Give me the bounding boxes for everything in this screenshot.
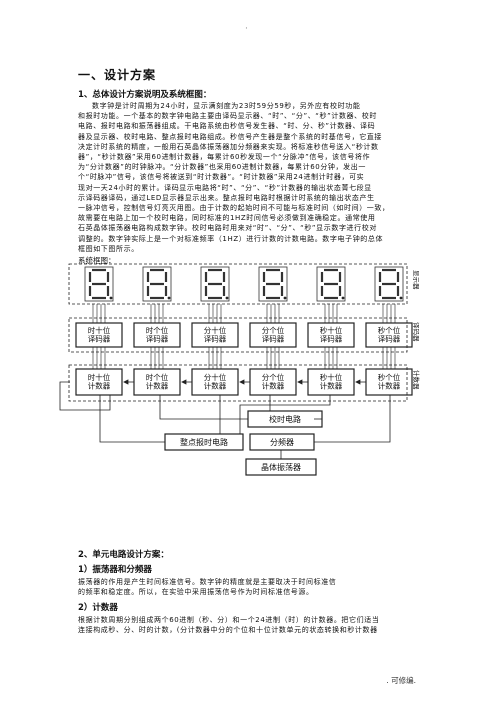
- display-frame: [84, 266, 114, 302]
- decoder-label: 时个位译码器: [146, 325, 169, 344]
- text-line: 和报时功能。一个基本的数字钟电路主要由译码显示器、“时”、“分”、“秒”计数器、…: [78, 112, 377, 121]
- text-line: 连接构成秒、分、时的计数，(分计数器中分的个位和十位计数单元的状态转换和秒计数器: [78, 626, 378, 635]
- display-group-frame: [68, 263, 408, 305]
- diagram-caption: 系统框图：: [78, 256, 116, 265]
- side-label: 译码器: [412, 322, 420, 342]
- text-line: 调整的。数字钟实际上是一个对标准频率（1HZ）进行计数的计数电路。数字电子钟的总…: [78, 234, 384, 243]
- intro-paragraph: 数字钟是计时周期为24小时，显示满刻度为23时59分59秒，另外应有校时功能和报…: [78, 101, 418, 254]
- display-frame: [258, 266, 288, 302]
- side-label: 显示器: [412, 270, 420, 290]
- counter-label: 秒个位计数器: [378, 372, 401, 391]
- decoder-box: [133, 322, 181, 348]
- oscillator-label: 晶体振荡器: [261, 462, 301, 472]
- display-frame: [374, 266, 404, 302]
- text-line: 故需要在电路上加一个校时电路，同时标准的1HZ时间信号必须做到准确稳定。通常使用: [78, 214, 376, 223]
- text-line: 石英晶体振荡器电路构成数字钟。校时电路时用来对“时”、“分”、“秒”显示数字进行…: [78, 224, 377, 233]
- text-line: 决定计时系统的精度，一般用石英晶体振荡器加分频器来实现。将标准秒信号送入“秒计数: [78, 142, 379, 151]
- decoder-label: 分十位译码器: [204, 325, 227, 344]
- hour-reset-loop: [59, 381, 111, 411]
- decoder-box: [365, 322, 413, 348]
- decoder-group-frame: [68, 317, 408, 353]
- text-line: 现对一天24小时的累计。译码显示电路将“时”、“分”、“秒”计数器的输出状态菁七…: [78, 183, 372, 192]
- decoder-label: 分个位译码器: [262, 325, 285, 344]
- text-line: 电路、报时电路和振荡器组成。干电路系统由秒信号发生器、“时、分、秒”计数器、译码: [78, 122, 376, 131]
- text-line: 为“分计数器”的时钟脉冲。“分计数器”也采用60进制计数器，每累计60分钟，发出…: [78, 163, 366, 172]
- page-footer: . 可修编.: [386, 676, 416, 685]
- decoder-box: [249, 322, 297, 348]
- alarm-label: 整点报时电路: [180, 437, 228, 447]
- subsection-title-units: 2、单元电路设计方案：: [78, 550, 169, 560]
- decoder-box: [75, 322, 123, 348]
- counter-group-frame: [68, 364, 408, 402]
- divider-label: 分频器: [270, 437, 294, 447]
- display-dot: [283, 296, 287, 300]
- text-line: 一脉冲信号，控制信号灯亮灭用图。由于计数的起始时间不可能与标准时间（如时间）一致…: [78, 204, 390, 213]
- display-dot: [225, 296, 229, 300]
- page-top-mark: ·: [245, 24, 248, 34]
- display-dot: [167, 296, 171, 300]
- text-line: 器及显示器、校时电路、整点报时电路组成。秒信号产生器是整个系统的时基信号，它直接: [78, 132, 382, 141]
- display-dot: [109, 296, 113, 300]
- carry-arrow: [297, 379, 303, 385]
- text-line: 示译码器译码，通过LED显示器显示出来。整点报时电路时根据计时系统的输出状态产生: [78, 193, 375, 202]
- text-line: 框图如下图所示。: [78, 244, 139, 253]
- subsection-title-overall: 1、总体设计方案说明及系统框图：: [78, 90, 212, 100]
- counter-label: 分十位计数器: [204, 372, 227, 391]
- second-to-alarm: [239, 395, 331, 434]
- decoder-box: [307, 322, 355, 348]
- carry-arrow: [239, 379, 245, 385]
- counter-label: 秒十位计数器: [320, 372, 343, 391]
- calibration-label: 校时电路: [269, 414, 301, 424]
- counter-label: 时十位计数器: [88, 372, 111, 391]
- decoder-box: [191, 322, 239, 348]
- decoder-label: 秒十位译码器: [320, 325, 343, 344]
- carry-arrow: [123, 379, 129, 385]
- text-line: 振荡器的作用是产生时间标准信号。数字钟的精度就是主要取决于时间标准信: [78, 578, 337, 586]
- text-line: 个“时脉冲”信号，该信号将被送到“时计数器”。“时计数器”采用24进制计时器，可…: [78, 173, 365, 182]
- oscillator-paragraph: 振荡器的作用是产生时间标准信号。数字钟的精度就是主要取决于时间标准信的频率和稳定…: [78, 577, 418, 597]
- display-frame: [200, 266, 230, 302]
- text-line: 器”，“秒计数器”采用60进制计数器，每累计60秒发现一个“分脉冲”信号，该信号…: [78, 153, 371, 162]
- text-line: 的频率和稳定度。所以，在实验中采用振荡信号作为时间标准信号源。: [78, 588, 314, 597]
- text-line: 数字钟是计时周期为24小时，显示满刻度为23时59分59秒，另外应有校时功能: [92, 102, 361, 110]
- counter-box: [75, 368, 123, 396]
- decoder-label: 秒个位译码器: [378, 325, 401, 344]
- counter-label: 分个位计数器: [262, 372, 285, 391]
- display-frame: [142, 266, 172, 302]
- decoder-label: 时十位译码器: [88, 325, 111, 344]
- side-label: 计数器: [412, 370, 421, 390]
- divider-to-seconds: [314, 395, 391, 443]
- carry-arrow: [181, 379, 187, 385]
- display-frame: [316, 266, 346, 302]
- hour-to-alarm: [99, 395, 165, 443]
- subsection-title-oscillator: 1）振荡器和分频器: [78, 565, 152, 575]
- subsection-title-counter: 2）计数器: [78, 603, 118, 613]
- counter-label: 时个位计数器: [146, 372, 169, 391]
- section-title: 一、设计方案: [78, 68, 157, 82]
- counter-paragraph: 根据计数周期分别组成两个60进制（秒、分）和一个24进制（时）的计数器。把它们适…: [78, 615, 418, 635]
- hour-calib-line: [159, 395, 248, 420]
- carry-arrow: [355, 379, 361, 385]
- display-dot: [399, 296, 403, 300]
- text-line: 根据计数周期分别组成两个60进制（秒、分）和一个24进制（时）的计数器。把它们适…: [78, 616, 380, 624]
- display-dot: [341, 296, 345, 300]
